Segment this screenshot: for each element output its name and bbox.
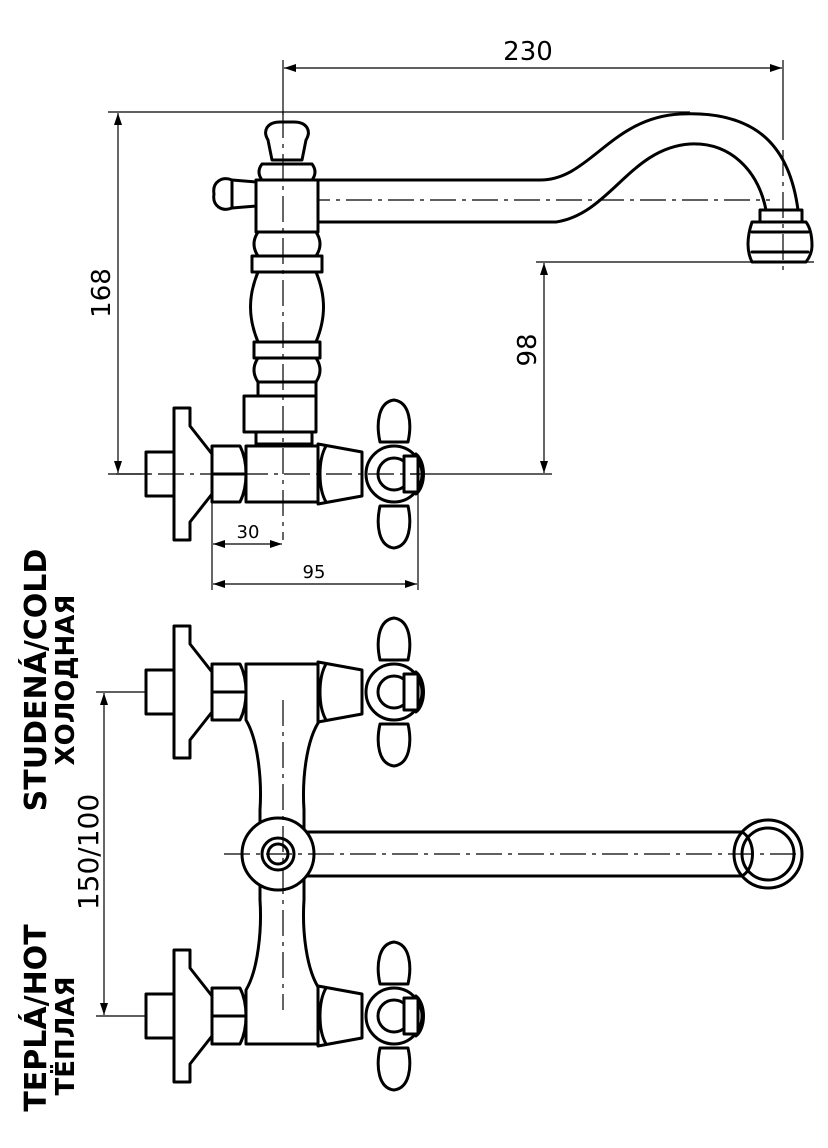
top-view [144, 616, 804, 1092]
dimension-labels: 230 168 98 30 95 150/100 [72, 37, 553, 910]
dim-30: 30 [237, 522, 260, 543]
cold-label-latin: STUDENÁ/COLD [18, 549, 54, 812]
dim-150-100: 150/100 [72, 794, 105, 910]
side-view [116, 112, 814, 550]
inlet-labels: STUDENÁ/COLD ХОЛОДНАЯ TEPLÁ/HOT ТЁПЛАЯ [18, 549, 81, 1112]
dim-98: 98 [513, 333, 543, 366]
side-column [242, 120, 325, 446]
side-spout [262, 112, 814, 272]
hot-valve [144, 940, 425, 1092]
dim-95: 95 [303, 562, 326, 583]
side-lever [212, 177, 258, 211]
cold-valve [144, 616, 425, 768]
dim-168: 168 [87, 268, 117, 318]
hot-label-cyrillic: ТЁПЛАЯ [49, 977, 81, 1096]
cold-label-cyrillic: ХОЛОДНАЯ [51, 595, 81, 766]
hot-label-latin: TEPLÁ/HOT [18, 924, 54, 1112]
dim-230: 230 [503, 37, 553, 67]
